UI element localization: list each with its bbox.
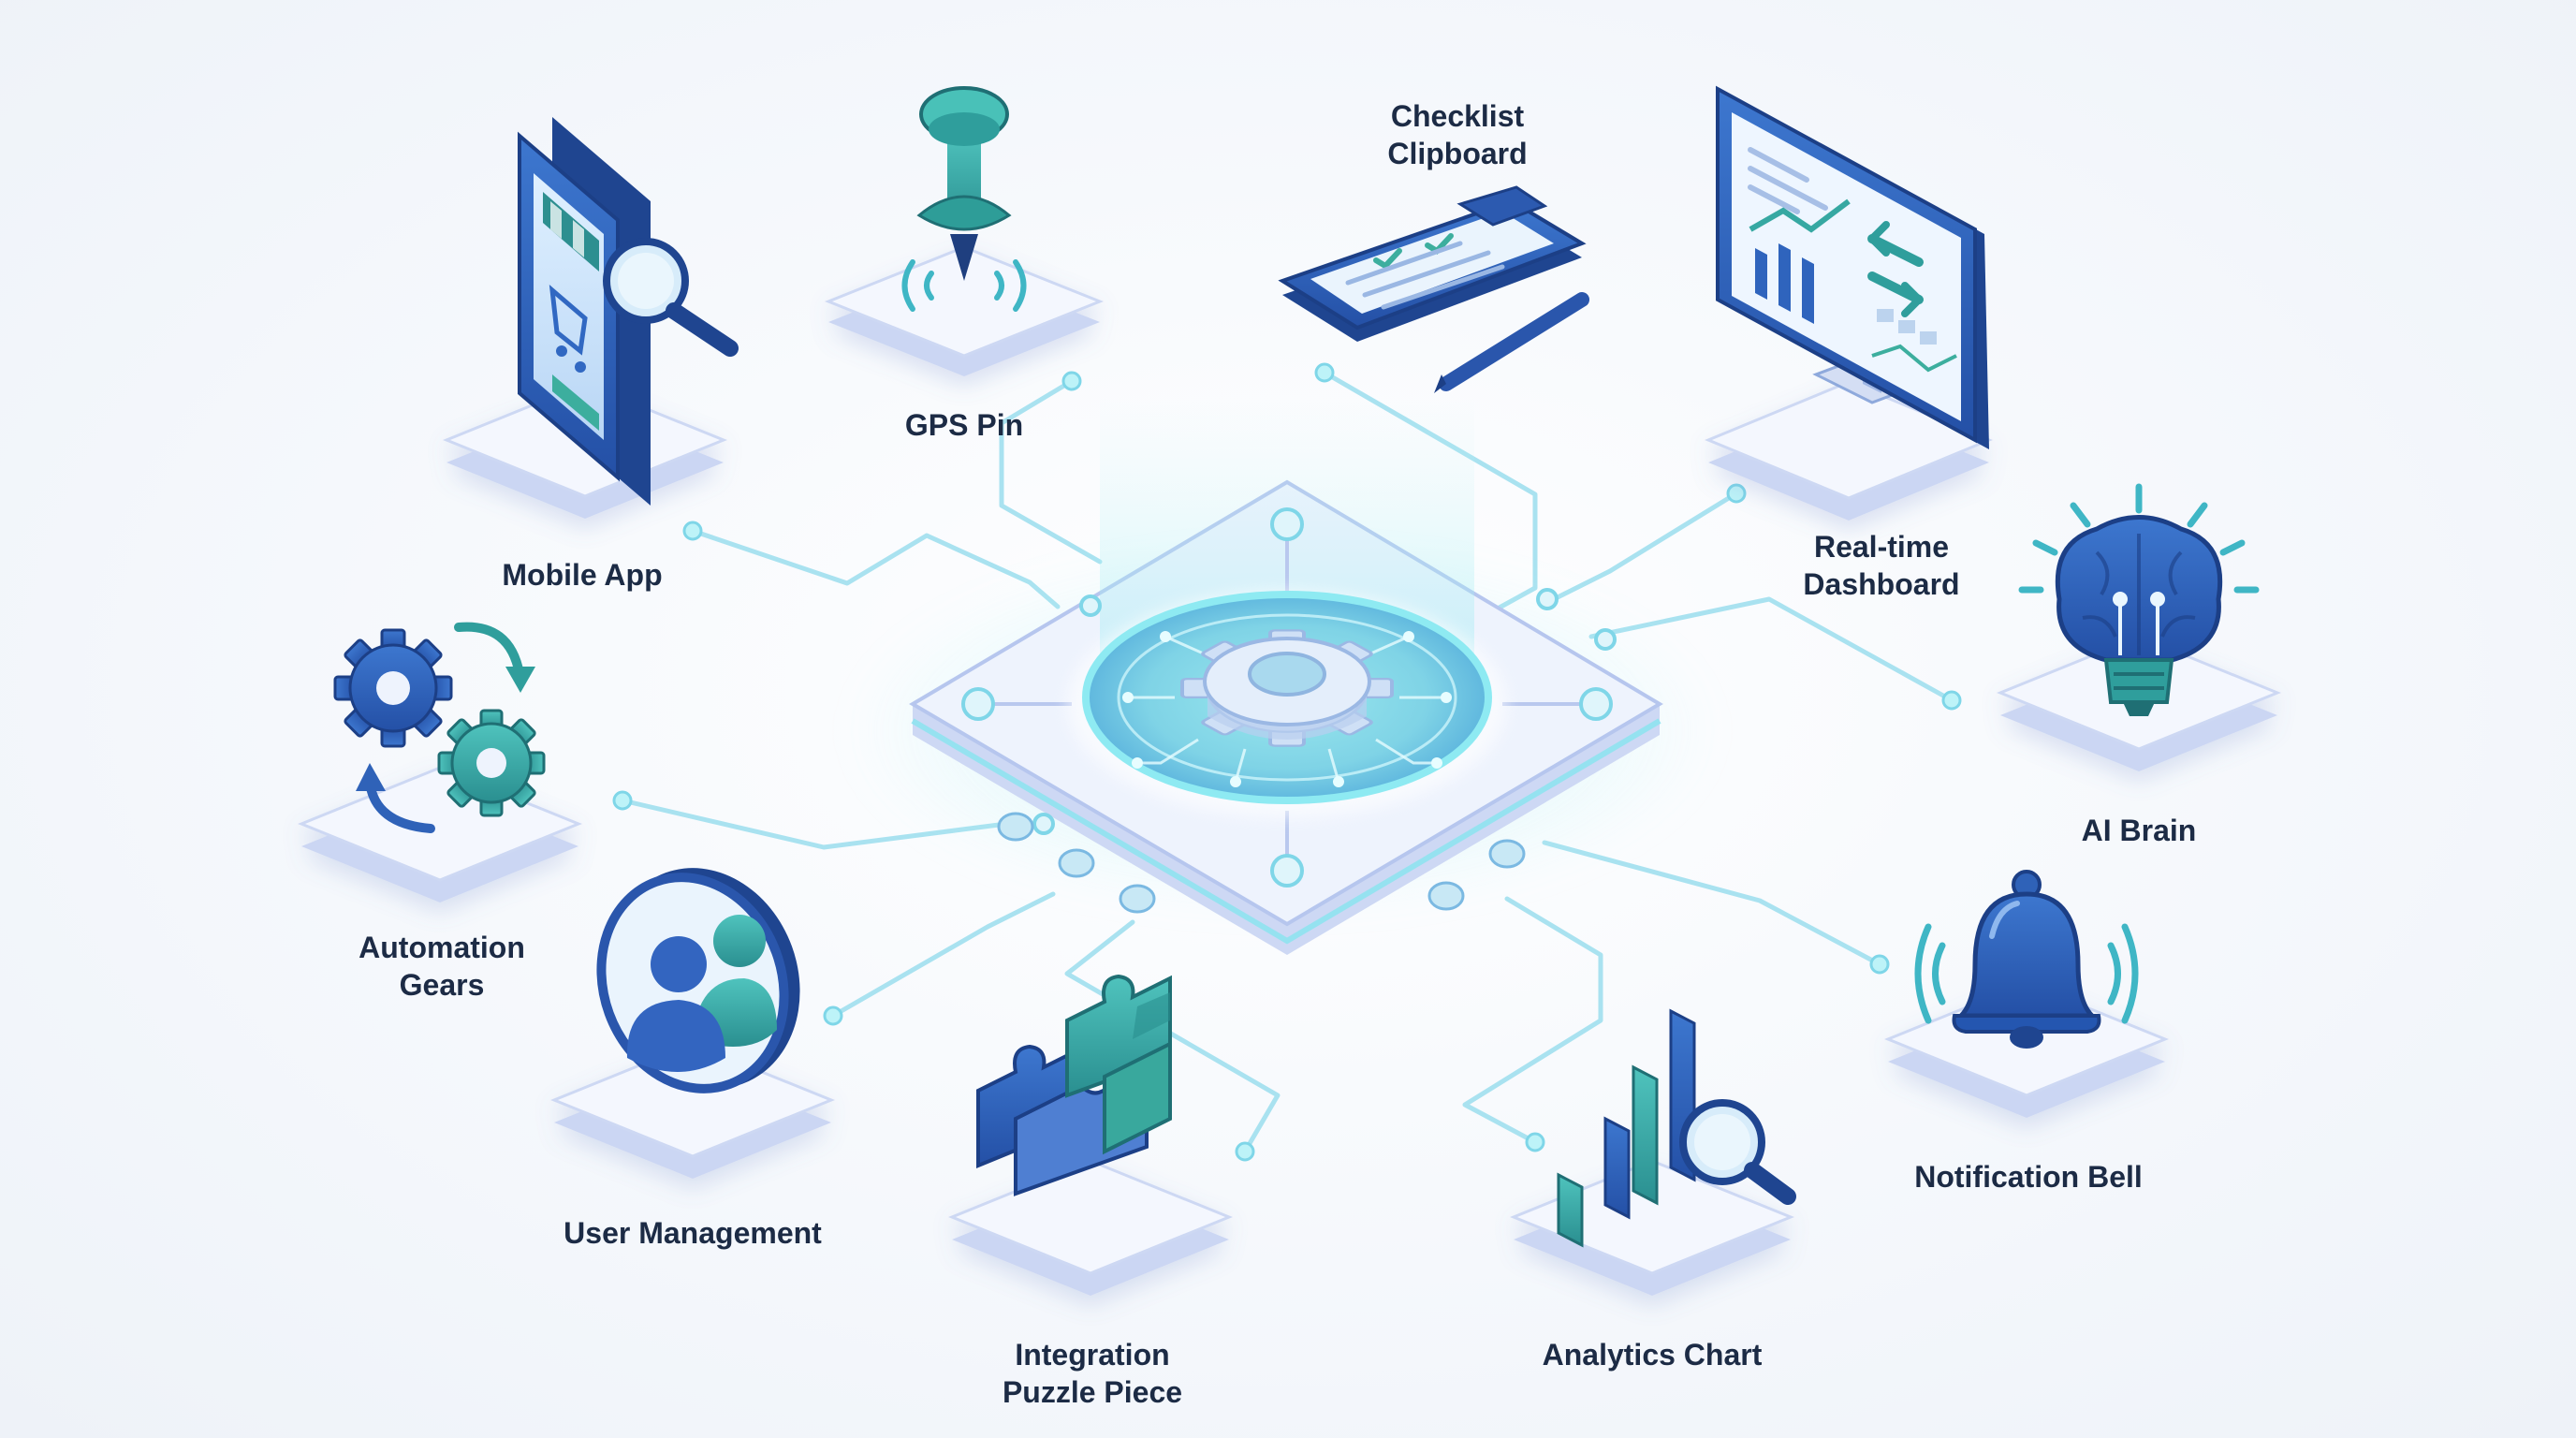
connector-notification: [1542, 840, 1882, 967]
label-line: Gears: [400, 968, 485, 1002]
label-line: Real-time: [1814, 530, 1949, 564]
label-analytics-chart: Analytics Chart: [1543, 1338, 1763, 1372]
label-line: Notification Bell: [1914, 1160, 2143, 1194]
label-line: Puzzle Piece: [1003, 1375, 1182, 1409]
label-line: User Management: [564, 1216, 822, 1250]
label-line: GPS Pin: [905, 408, 1023, 442]
label-line: Dashboard: [1803, 567, 1959, 601]
label-ai-brain: AI Brain: [2082, 814, 2197, 847]
gps-pin-icon: [901, 86, 1027, 312]
puzzle-piece-icon: [976, 974, 1172, 1196]
connector-gps-pin: [999, 378, 1103, 565]
analytics-chart-icon: [1557, 1008, 1796, 1248]
checklist-clipboard-icon: [1278, 185, 1589, 393]
label-line: Automation: [359, 931, 525, 964]
label-line: Mobile App: [502, 558, 662, 592]
label-line: Checklist: [1391, 99, 1525, 133]
connector-puzzle: [1064, 919, 1281, 1154]
label-line: Analytics Chart: [1543, 1338, 1763, 1372]
label-notification-bell: Notification Bell: [1914, 1160, 2143, 1194]
central-gear-hub-icon: [1180, 629, 1394, 747]
realtime-dashboard-icon: [1716, 85, 1989, 449]
connector-analytics: [1462, 896, 1603, 1145]
user-management-icon: [596, 868, 800, 1093]
label-mobile-app: Mobile App: [502, 558, 662, 592]
label-line: Integration: [1015, 1338, 1169, 1372]
label-line: AI Brain: [2082, 814, 2197, 847]
central-hub: [842, 398, 1722, 955]
connector-dashboard: [1551, 491, 1739, 602]
ai-brain-icon: [2018, 483, 2260, 716]
connector-user: [830, 891, 1056, 1019]
label-line: Clipboard: [1387, 137, 1527, 170]
connector-end-dots: [612, 362, 1962, 1162]
automation-gears-icon: [333, 622, 546, 833]
label-user-management: User Management: [564, 1216, 822, 1250]
connector-ai-brain: [1588, 596, 1954, 703]
notification-bell-icon: [1914, 870, 2139, 1049]
mobile-app-icon: [518, 117, 739, 506]
label-gps-pin: GPS Pin: [905, 408, 1023, 442]
